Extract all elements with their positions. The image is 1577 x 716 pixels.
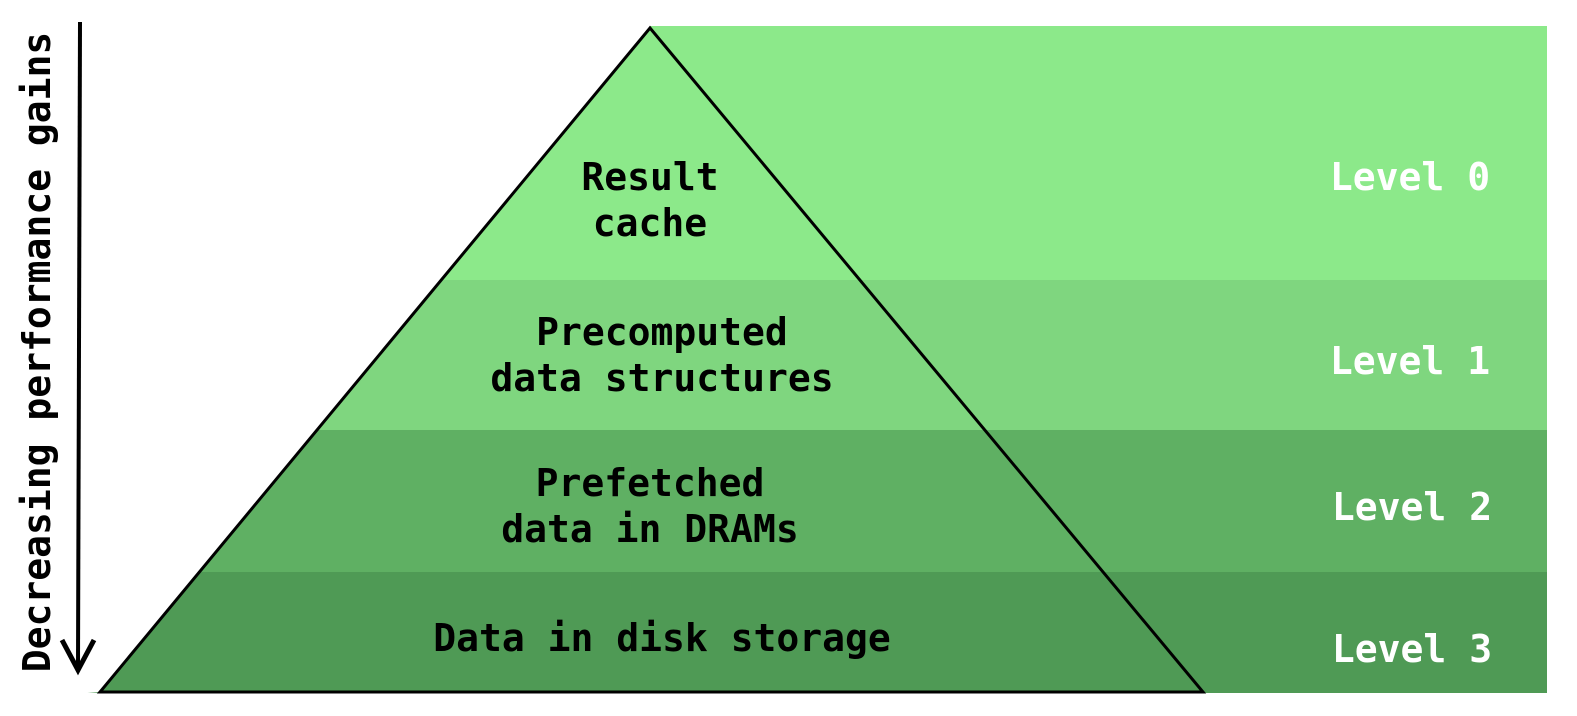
tier-label-0-line-1: Result [581, 155, 718, 199]
level-label-1: Level 1 [1330, 339, 1490, 383]
level-label-3: Level 3 [1332, 627, 1492, 671]
tier-label-2-line-2: data in DRAMs [501, 507, 798, 551]
arrow-down-icon [59, 21, 97, 676]
tier-label-1-line-2: data structures [490, 356, 833, 400]
tier-label-0-line-2: cache [593, 201, 707, 245]
pyramid-outline [96, 25, 1207, 694]
level-label-2: Level 2 [1332, 485, 1492, 529]
tier-label-3-line-1: Data in disk storage [433, 616, 891, 660]
left-edge-mask [0, 0, 650, 716]
band-level-3 [0, 572, 1547, 693]
tier-label-1-line-1: Precomputed [536, 310, 788, 354]
axis-label: Decreasing performance gains [15, 32, 59, 673]
level-label-0: Level 0 [1330, 155, 1490, 199]
bottom-trim [0, 693, 1577, 716]
tier-label-2-line-1: Prefetched [536, 461, 765, 505]
band-level-0 [650, 26, 1547, 280]
